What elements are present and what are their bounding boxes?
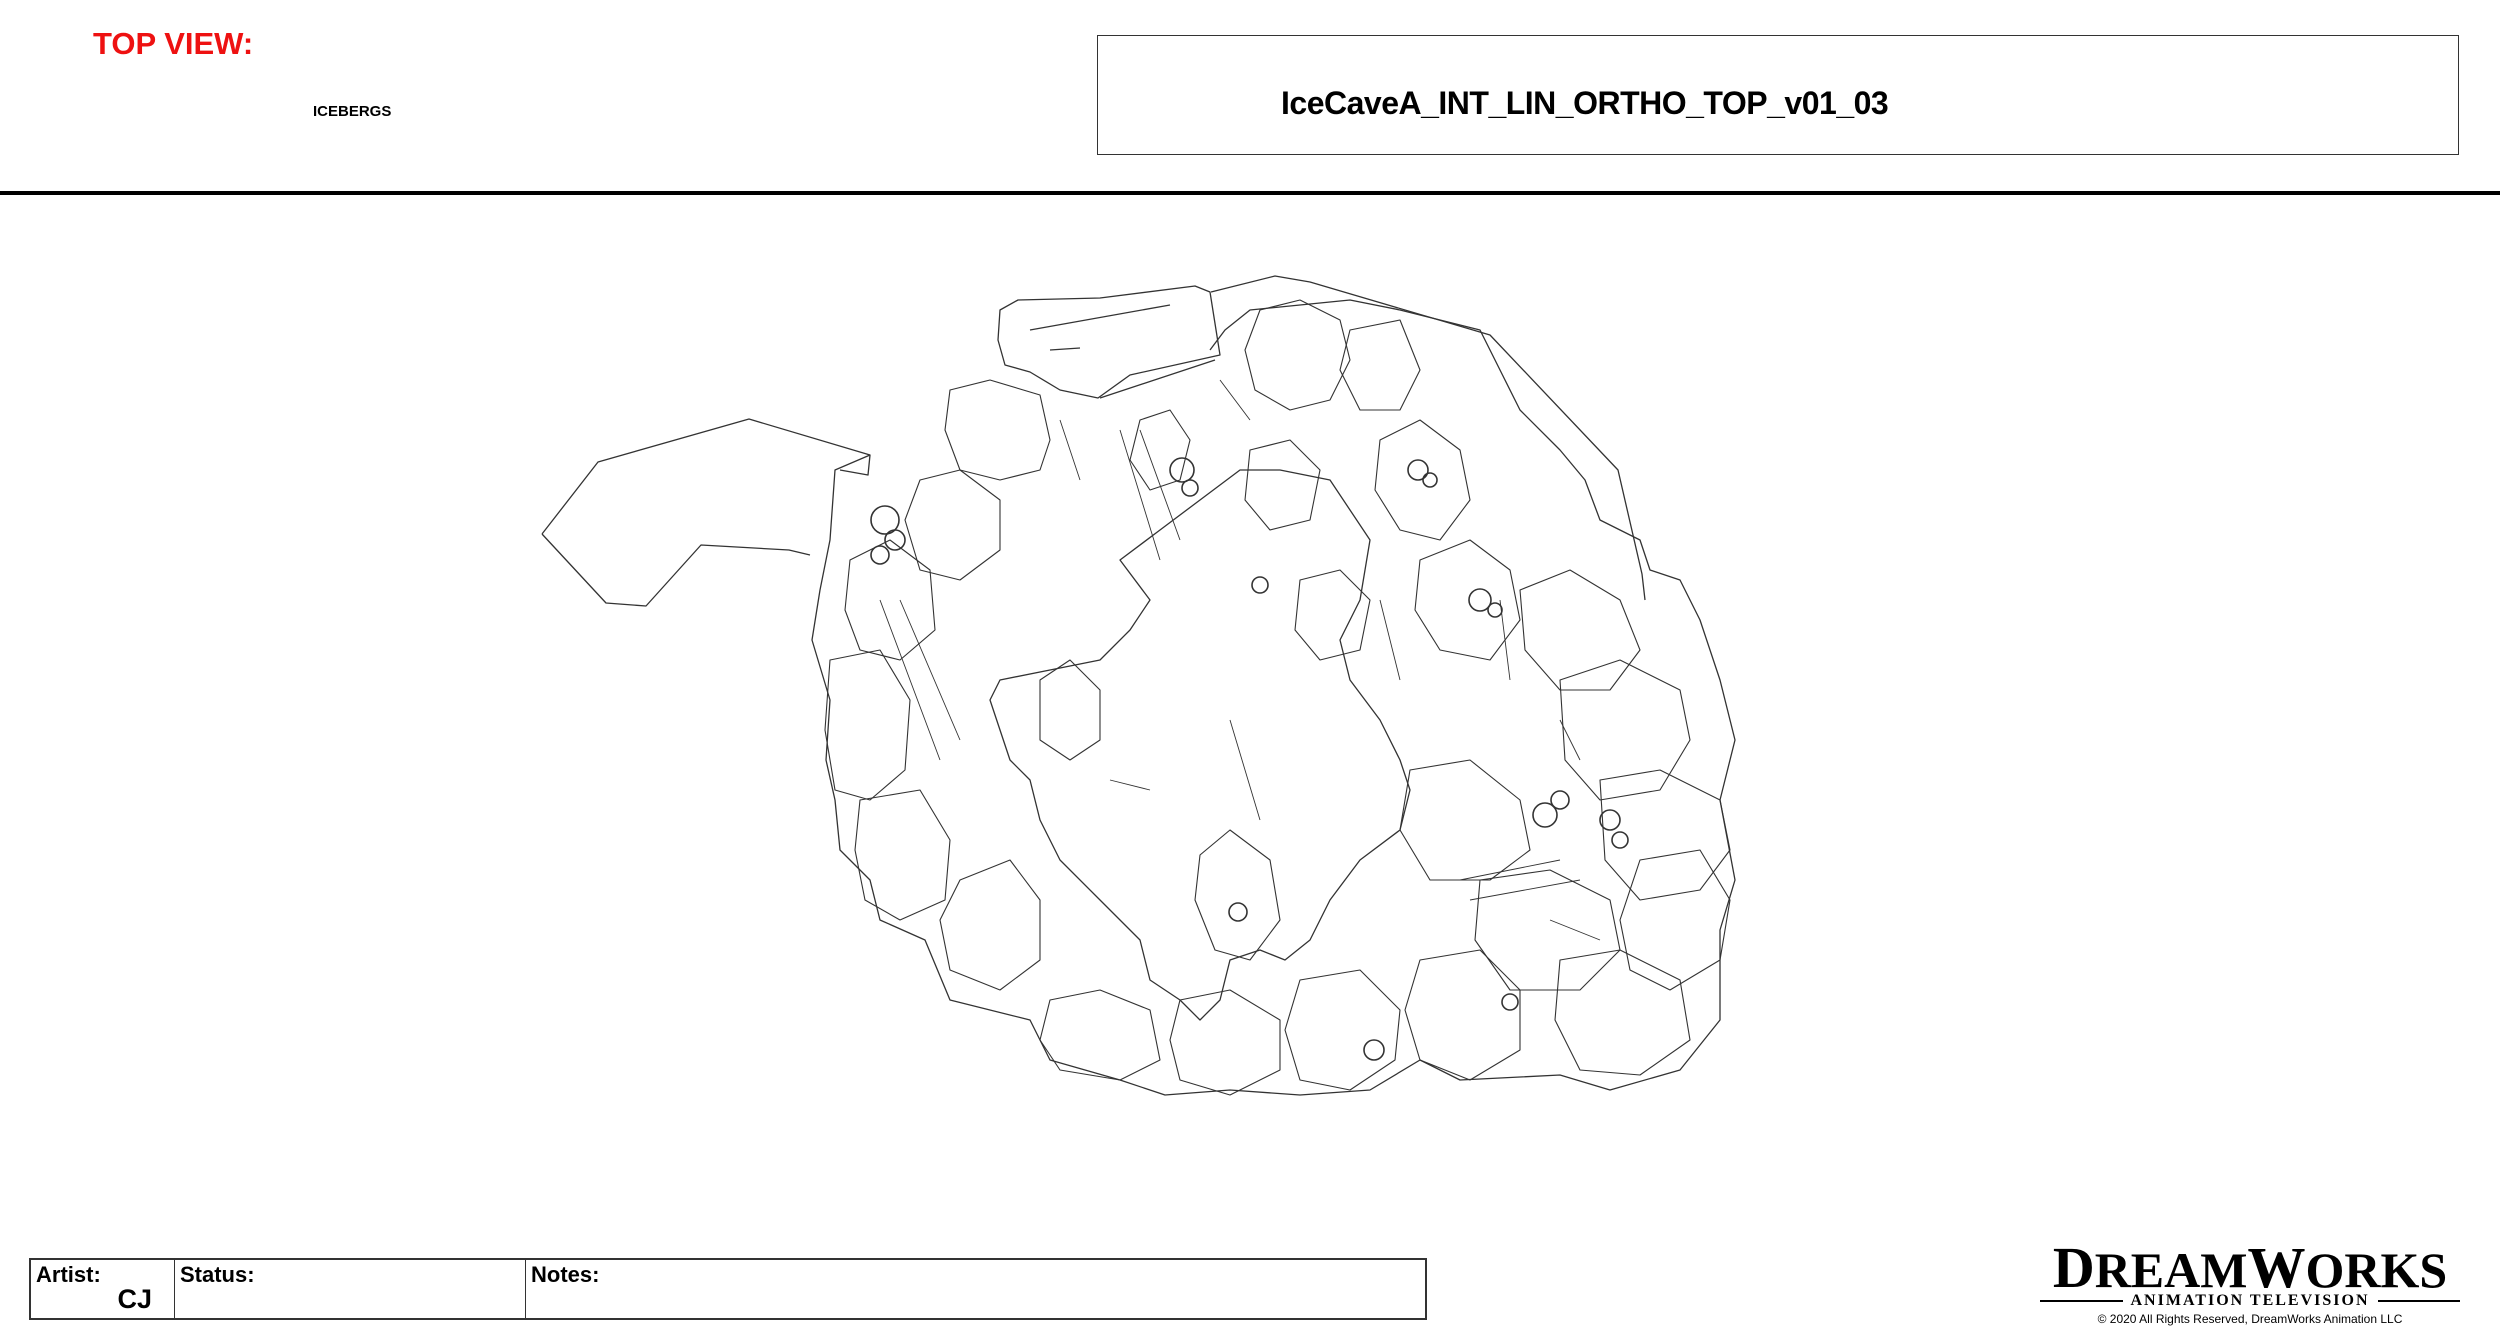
view-label: TOP VIEW: — [93, 26, 254, 61]
detail-strokes — [879, 379, 1601, 941]
file-title: IceCaveA_INT_LIN_ORTHO_TOP_v01_03 — [1281, 85, 1889, 121]
iceberg-blocks — [824, 299, 1731, 1096]
log-block — [997, 285, 1221, 399]
header-separator — [0, 191, 2500, 195]
section-label: ICEBERGS — [313, 103, 392, 120]
ring-inner — [989, 469, 1411, 1021]
ramp-shape — [541, 418, 871, 607]
logo-subtitle-row: ANIMATION TELEVISION — [2040, 1292, 2461, 1310]
status-label: Status: — [180, 1262, 255, 1287]
info-table: Artist: CJ Status: Notes: — [29, 1258, 1427, 1320]
artist-label: Artist: — [36, 1262, 101, 1287]
status-cell: Status: — [175, 1260, 526, 1318]
logo-wordmark: DREAMWORKS — [2052, 1235, 2448, 1300]
artist-cell: Artist: CJ — [31, 1260, 175, 1318]
title-box: IceCaveA_INT_LIN_ORTHO_TOP_v01_03 — [1097, 35, 2459, 155]
dreamworks-logo: DREAMWORKS ANIMATION TELEVISION © 2020 A… — [2040, 1235, 2461, 1326]
outer-hull — [1210, 275, 1646, 601]
notes-label: Notes: — [531, 1262, 600, 1287]
logo-subtitle: ANIMATION TELEVISION — [2130, 1292, 2370, 1309]
dense-clusters — [870, 457, 1629, 1061]
copyright-text: © 2020 All Rights Reserved, DreamWorks A… — [2097, 1312, 2403, 1326]
ring-outer — [811, 299, 1736, 1096]
logo-rule-right — [2377, 1300, 2461, 1302]
logo-rule-left — [2040, 1300, 2123, 1302]
artist-value: CJ — [117, 1284, 152, 1314]
notes-cell: Notes: — [526, 1260, 1425, 1318]
